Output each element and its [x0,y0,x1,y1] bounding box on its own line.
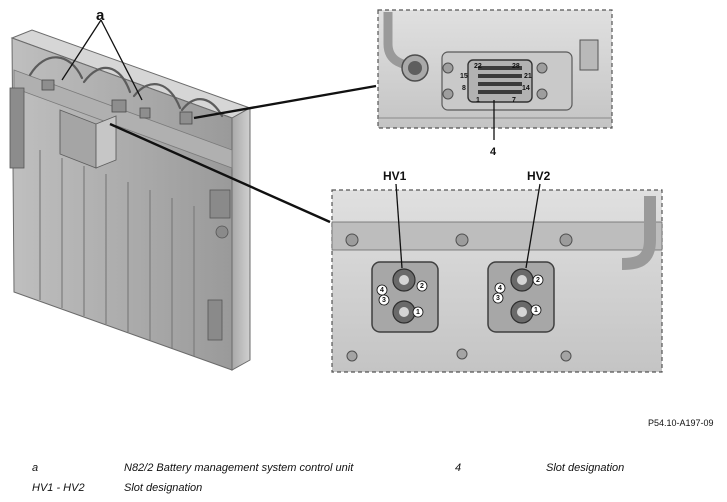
hv2-pin-4: 4 [498,285,502,292]
hv1-pin-3: 3 [382,297,386,304]
diagram-figure: a 22 28 15 21 [9,7,663,373]
pin-8: 8 [462,85,466,92]
callout-hv1-label: HV1 [383,169,407,183]
hv-detail: 2 4 3 1 2 4 3 1 [331,189,663,373]
pin-14: 14 [522,85,530,92]
callout-a-label: a [96,7,105,24]
hv2-pin-1: 1 [534,307,538,314]
pin-15: 15 [460,73,468,80]
figure-reference-code: P54.10-A197-09 [648,418,714,428]
pin-1: 1 [476,97,480,104]
legend-desc-hv: Slot designation [124,482,203,494]
hv1-pin-2: 2 [420,283,424,290]
callout-hv1-leader [395,183,403,269]
legend-key-hv: HV1 - HV2 [32,482,85,494]
callout-a-leaders [61,19,143,101]
callout-hv2-leader [525,183,541,269]
callout-4-label: 4 [490,146,497,158]
legend-desc-a: N82/2 Battery management system control … [124,462,354,474]
legend-key-a: a [32,462,39,474]
hv2-pin-3: 3 [496,295,500,302]
legend-desc-4: Slot designation [546,462,625,474]
callout-hv2-label: HV2 [527,169,551,183]
hv1-pin-4: 4 [380,287,384,294]
connector-detail: 22 28 15 21 8 14 1 7 [377,9,613,129]
hv1-pin-1: 1 [416,309,420,316]
pin-21: 21 [524,73,532,80]
hv2-pin-2: 2 [536,277,540,284]
zoom-lines [109,84,377,224]
legend-key-4: 4 [455,462,462,474]
control-unit-illustration [9,29,252,371]
pin-7: 7 [512,97,516,104]
pin-22: 22 [474,63,482,70]
pin-28: 28 [512,63,520,70]
